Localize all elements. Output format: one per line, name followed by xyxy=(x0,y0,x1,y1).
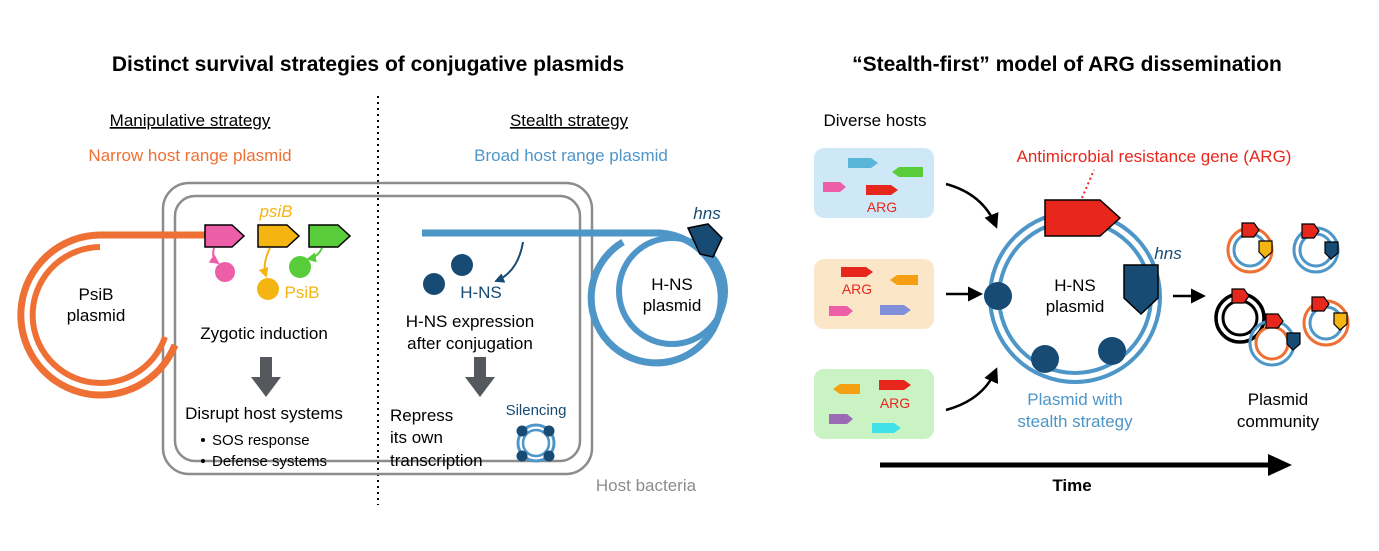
psib-gene-label: psiB xyxy=(258,202,292,221)
arg-label: Antimicrobial resistance gene (ARG) xyxy=(1017,147,1292,166)
green-gene-arrow xyxy=(308,224,352,248)
host-arg-tag: ARG xyxy=(880,395,910,411)
silencing-dot xyxy=(516,450,528,462)
bullet-dot xyxy=(201,438,205,442)
host-gene-arrow xyxy=(872,423,901,433)
stealth-plasmid-label-1: H-NS xyxy=(1054,276,1096,295)
silencing-dot xyxy=(543,450,555,462)
host-arg-tag: ARG xyxy=(842,281,872,297)
host-bacteria-label: Host bacteria xyxy=(596,476,697,495)
host-box-beige xyxy=(814,259,934,329)
host-gene-arrow xyxy=(890,275,918,285)
silencing-dot xyxy=(516,425,528,437)
disrupt-host-label: Disrupt host systems xyxy=(185,404,343,423)
repress-label-2: its own xyxy=(390,428,443,447)
psib-expression-arrow xyxy=(258,247,271,278)
host-gene-arrow xyxy=(829,306,853,316)
silencing-dot xyxy=(543,425,555,437)
host-arg-arrow xyxy=(879,380,911,390)
pink-protein-dot xyxy=(215,262,235,282)
green-protein-dot xyxy=(289,256,311,278)
stealth-hns-gene-marker xyxy=(1123,264,1159,316)
plasmid-community xyxy=(1214,222,1350,367)
hns-plasmid-inner-strand xyxy=(616,235,728,347)
hns-protein-dot xyxy=(423,273,445,295)
broad-host-subtitle: Broad host range plasmid xyxy=(474,146,668,165)
psib-plasmid-label-2: plasmid xyxy=(67,306,126,325)
left-down-arrow xyxy=(251,357,281,397)
zygotic-induction-label: Zygotic induction xyxy=(200,324,328,343)
stealth-hns-dot xyxy=(984,282,1012,310)
host-gene-arrow xyxy=(823,182,846,192)
bullet-dot xyxy=(201,459,205,463)
host-arg-arrow xyxy=(866,185,898,195)
arg-pointer-line xyxy=(1081,169,1095,199)
community-label-1: Plasmid xyxy=(1248,390,1308,409)
diverse-hosts-label: Diverse hosts xyxy=(824,111,927,130)
psib-gene-arrow xyxy=(257,224,301,248)
hns-plasmid-label-1: H-NS xyxy=(651,275,693,294)
psib-plasmid-inner-strand xyxy=(29,244,168,386)
hns-gene-label: hns xyxy=(693,204,721,223)
host3-transfer-arrow xyxy=(945,367,999,412)
psib-protein-dot xyxy=(257,278,279,300)
silencing-label: Silencing xyxy=(506,402,567,419)
pink-gene-arrow xyxy=(204,224,246,248)
manipulative-heading: Manipulative strategy xyxy=(110,111,271,130)
stealth-hns-dot xyxy=(1098,337,1126,365)
host-gene-arrow xyxy=(848,158,878,168)
time-arrow-head xyxy=(1268,454,1292,476)
pink-expression-arrow xyxy=(208,247,220,265)
repress-label-1: Repress xyxy=(390,406,453,425)
stealth-caption-2: stealth strategy xyxy=(1017,412,1133,431)
hns-expression-label-1: H-NS expression xyxy=(406,312,535,331)
host1-transfer-arrow xyxy=(945,182,999,229)
psib-plasmid-outer-strand xyxy=(17,231,210,399)
host-arg-arrow xyxy=(841,267,873,277)
right-panel-title: “Stealth-first” model of ARG disseminati… xyxy=(852,53,1282,76)
left-panel-title: Distinct survival strategies of conjugat… xyxy=(112,53,624,76)
defense-systems-bullet: Defense systems xyxy=(212,453,327,470)
hns-plasmid-label-2: plasmid xyxy=(643,296,702,315)
narrow-host-subtitle: Narrow host range plasmid xyxy=(88,146,291,165)
stealth-hns-gene-label: hns xyxy=(1154,244,1182,263)
host-gene-arrow xyxy=(833,384,860,394)
psib-protein-label: PsiB xyxy=(285,283,320,302)
arg-gene-marker xyxy=(1044,199,1122,237)
right-down-arrow xyxy=(465,357,495,397)
host-arg-tag: ARG xyxy=(867,199,897,215)
hns-expression-arrow xyxy=(494,241,524,283)
host-gene-arrow xyxy=(880,305,911,315)
host-cell-inner xyxy=(173,194,582,463)
stealth-plasmid-label-2: plasmid xyxy=(1046,297,1105,316)
stealth-caption-1: Plasmid with xyxy=(1027,390,1122,409)
stealth-heading: Stealth strategy xyxy=(510,111,629,130)
community-label-2: community xyxy=(1237,412,1320,431)
host-cell-outer xyxy=(161,181,594,476)
host-box-blue xyxy=(814,148,934,218)
time-label: Time xyxy=(1052,476,1091,495)
silenced-plasmid-inner xyxy=(521,428,551,458)
repress-label-3: transcription xyxy=(390,451,483,470)
hns-gene-marker xyxy=(686,223,723,258)
host-gene-arrow xyxy=(829,414,853,424)
hns-protein-dot xyxy=(451,254,473,276)
host-gene-arrow xyxy=(892,167,923,177)
hns-expression-label-2: after conjugation xyxy=(407,334,533,353)
silenced-plasmid-outer xyxy=(516,423,556,463)
psib-plasmid-label-1: PsiB xyxy=(79,285,114,304)
hns-protein-label: H-NS xyxy=(460,283,502,302)
green-expression-arrow xyxy=(306,247,323,263)
stealth-hns-dot xyxy=(1031,345,1059,373)
sos-response-bullet: SOS response xyxy=(212,432,310,449)
